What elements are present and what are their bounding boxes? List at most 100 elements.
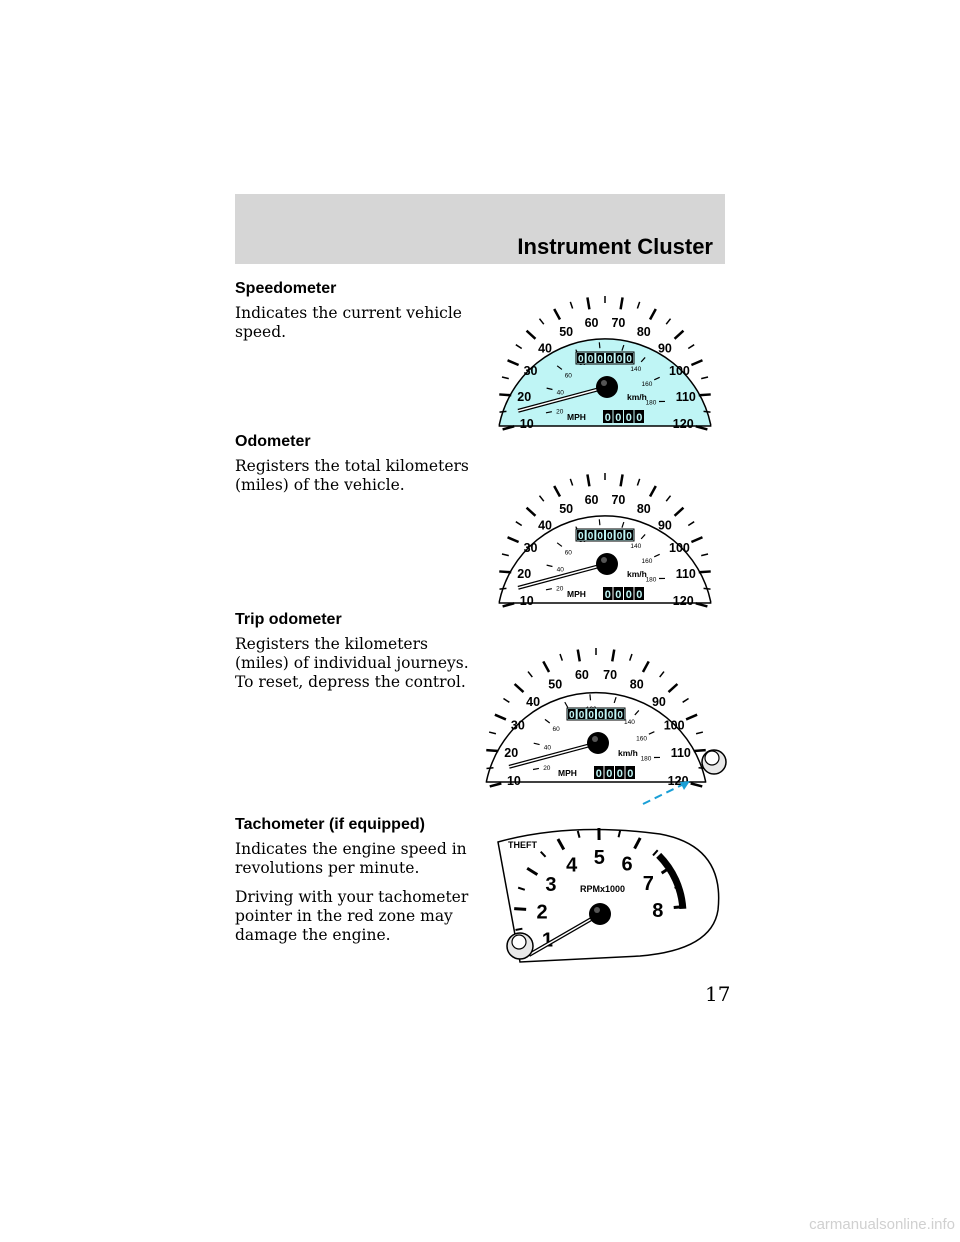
odometer-digit: 0	[608, 710, 614, 721]
mph-major-tick	[499, 570, 512, 574]
reset-arrow-line	[642, 781, 689, 805]
trip-digit: 0	[627, 768, 633, 780]
odometer-digit: 0	[588, 531, 594, 542]
mph-major-tick	[611, 649, 616, 662]
trip-digit: 0	[636, 412, 642, 424]
trip-digit: 0	[615, 589, 621, 601]
kmh-tick	[546, 564, 553, 568]
odometer-digit-cell	[596, 353, 604, 363]
rpm-tick-label: 5	[594, 847, 605, 869]
mph-major-tick	[507, 536, 520, 544]
mph-minor-tick	[559, 653, 564, 661]
section-speedometer: Speedometer Indicates the current vehicl…	[235, 280, 475, 352]
mph-major-tick	[648, 485, 657, 498]
trip-digit-cell	[634, 410, 644, 423]
kmh-tick	[532, 767, 540, 771]
kmh-tick	[598, 519, 601, 526]
odometer-display	[575, 351, 635, 365]
section-odometer: Odometer Registers the total kilometers …	[235, 433, 475, 505]
pointer-hub	[596, 553, 618, 575]
mph-tick-label: 100	[664, 719, 685, 733]
mph-minor-tick	[569, 301, 574, 309]
odometer-digit-cell	[615, 353, 624, 363]
kmh-tick-label: 140	[630, 366, 641, 373]
mph-minor-tick	[538, 495, 545, 502]
rpm-tick-label: 2	[537, 901, 548, 923]
mph-major-tick	[648, 308, 657, 321]
odometer-digit-cell	[577, 709, 586, 719]
kmh-tick	[634, 710, 640, 716]
odometer-digit: 0	[569, 710, 575, 721]
mph-major-tick	[489, 782, 502, 788]
rpm-tick-label: 6	[622, 854, 633, 876]
mph-tick-label: 10	[520, 594, 534, 608]
mph-major-tick	[693, 748, 706, 753]
mph-major-tick	[695, 602, 708, 608]
mph-tick-label: 50	[559, 502, 573, 516]
reset-arrow-head	[680, 781, 690, 790]
mph-minor-tick	[527, 671, 533, 678]
mph-minor-tick	[501, 553, 509, 557]
trip-digit: 0	[605, 412, 611, 424]
kmh-tick	[640, 534, 646, 540]
rpm-tick	[539, 851, 547, 858]
section-text: Driving with your tachometer pointer in …	[235, 888, 469, 944]
mph-tick-label: 110	[676, 390, 696, 404]
odometer-digit-cell	[625, 353, 633, 363]
trip-digit-cell	[634, 587, 644, 600]
kmh-tick-label: 60	[565, 549, 573, 556]
kmh-tick-label: 160	[642, 558, 653, 565]
kmh-tick	[640, 357, 646, 363]
odometer-digit-cell	[606, 353, 614, 363]
trip-digit-cell	[625, 766, 635, 779]
mph-minor-tick	[636, 301, 641, 309]
mph-minor-tick	[538, 318, 545, 325]
section-heading: Speedometer	[235, 280, 337, 297]
mph-major-tick	[690, 782, 703, 788]
mph-major-tick	[502, 425, 515, 431]
mph-major-tick	[502, 602, 515, 608]
speedometer-gauge-3: 1020304050607080901001101202040608010012…	[485, 648, 727, 805]
mph-major-tick	[673, 329, 685, 340]
mph-minor-tick	[682, 697, 689, 703]
trip-digit: 0	[615, 412, 621, 424]
trip-digit-cell	[624, 410, 634, 423]
kmh-tick-label: 140	[624, 719, 635, 726]
mph-tick-label: 100	[669, 541, 690, 555]
rpm-tick-label: 1	[542, 930, 553, 952]
odometer-digit-cell	[606, 709, 615, 719]
mph-major-tick	[667, 683, 679, 694]
rpm-tick-label: 3	[545, 874, 556, 896]
odometer-digit-cell	[615, 530, 624, 540]
trip-digit: 0	[636, 589, 642, 601]
kmh-tick	[556, 542, 563, 547]
mph-minor-tick	[499, 410, 507, 413]
mph-major-tick	[576, 649, 581, 662]
section-trip-odometer: Trip odometer Registers the kilometers (…	[235, 611, 475, 702]
mph-major-tick	[698, 570, 711, 574]
mph-tick-label: 50	[559, 325, 573, 339]
section-text: Indicates the current vehicle speed.	[235, 304, 462, 341]
watermark: carmanualsonline.info	[809, 1216, 955, 1233]
odometer-digit: 0	[597, 354, 603, 365]
mph-major-tick	[586, 297, 591, 310]
kmh-tick	[546, 387, 553, 391]
page-number: 17	[705, 982, 731, 1006]
kmh-unit-label: km/h	[627, 569, 647, 579]
rpm-tick	[517, 886, 526, 891]
mph-minor-tick	[515, 521, 523, 527]
mph-minor-tick	[701, 376, 709, 380]
theft-indicator-label: THEFT	[508, 840, 537, 850]
mph-tick-label: 90	[658, 342, 672, 356]
mph-tick-label: 80	[637, 502, 651, 516]
kmh-tick	[613, 697, 617, 704]
mph-major-tick	[486, 748, 499, 753]
mph-major-tick	[525, 506, 537, 517]
mph-minor-tick	[488, 731, 497, 735]
pointer-hub	[596, 376, 618, 398]
mph-major-tick	[695, 425, 708, 431]
mph-major-tick	[685, 713, 698, 721]
trip-digit-cell	[613, 410, 623, 423]
mph-tick-label: 70	[603, 668, 617, 682]
